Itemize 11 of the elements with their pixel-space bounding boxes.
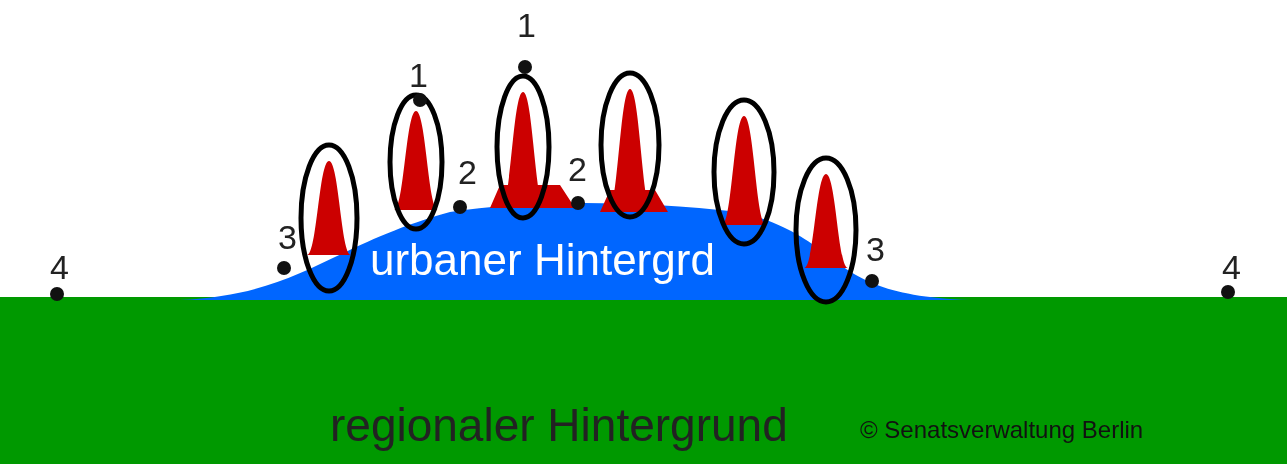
- callout-number: 4: [50, 250, 69, 284]
- callout-number: 1: [517, 8, 536, 42]
- callout-number: 1: [409, 58, 428, 92]
- callout-number: 2: [458, 155, 477, 189]
- callout-number: 2: [568, 152, 587, 186]
- callout-number: 3: [866, 232, 885, 266]
- callout-number: 3: [278, 220, 297, 254]
- regional-background-band: [0, 297, 1287, 464]
- hill-label: urbaner Hintergrd: [370, 238, 715, 282]
- copyright-note: © Senatsverwaltung Berlin: [860, 418, 1144, 442]
- callout-number: 4: [1222, 250, 1241, 284]
